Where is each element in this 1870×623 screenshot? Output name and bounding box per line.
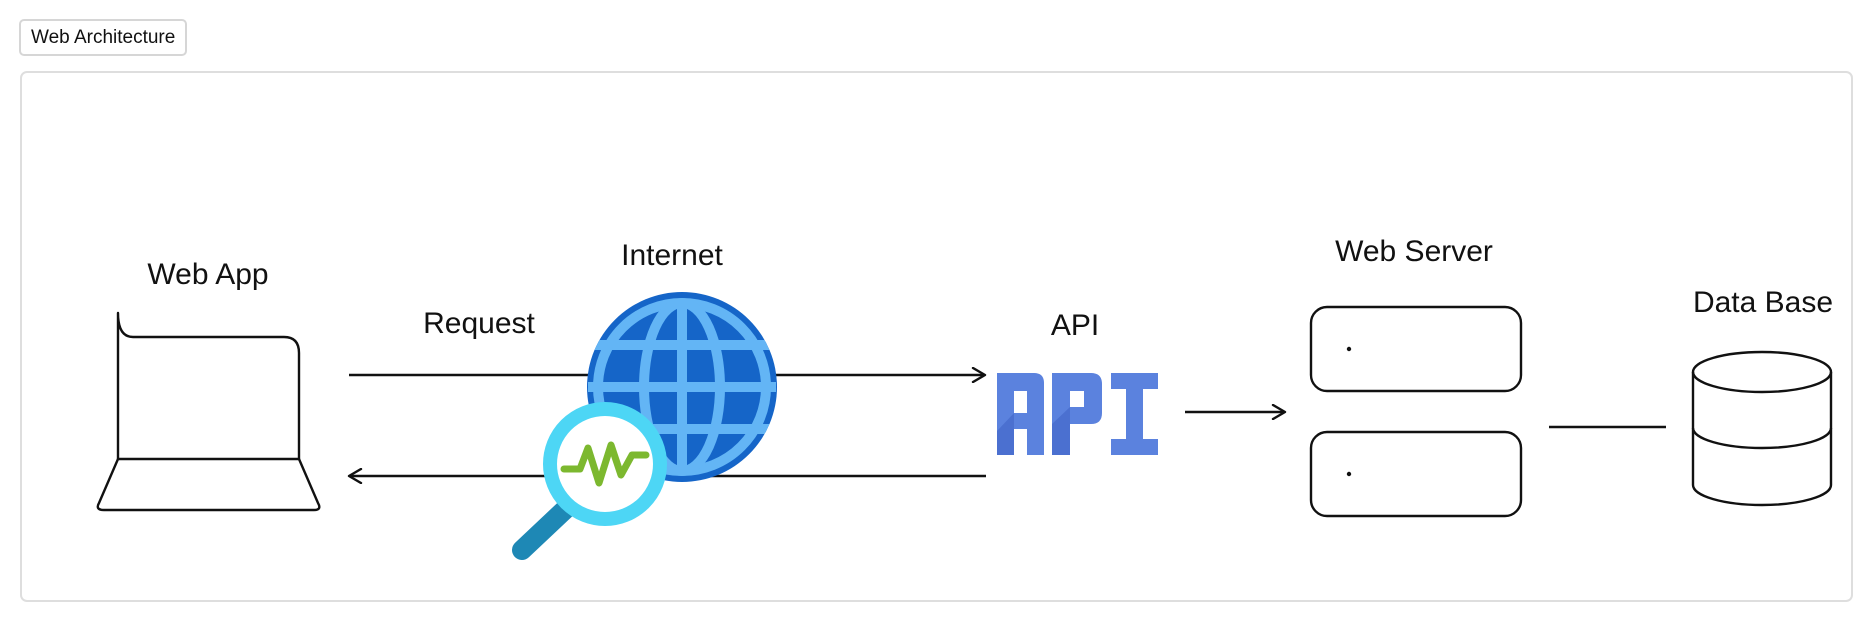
database-label: Data Base: [1693, 286, 1833, 319]
web-server-label: Web Server: [1335, 235, 1493, 268]
server-stack-icon: [1309, 305, 1523, 518]
architecture-diagram: Web App Internet Request API Web Server …: [96, 235, 1833, 560]
internet-label: Internet: [621, 239, 723, 272]
api-logo-icon: [997, 373, 1158, 455]
globe-search-icon: [512, 292, 777, 560]
diagram-tab-web-architecture[interactable]: Web Architecture: [19, 19, 188, 56]
api-label: API: [1051, 309, 1099, 342]
web-app-label: Web App: [147, 258, 268, 291]
laptop-icon: [96, 311, 321, 512]
request-label: Request: [423, 307, 535, 340]
diagram-canvas[interactable]: Web App Internet Request API Web Server …: [20, 71, 1853, 602]
database-icon: [1691, 350, 1833, 507]
